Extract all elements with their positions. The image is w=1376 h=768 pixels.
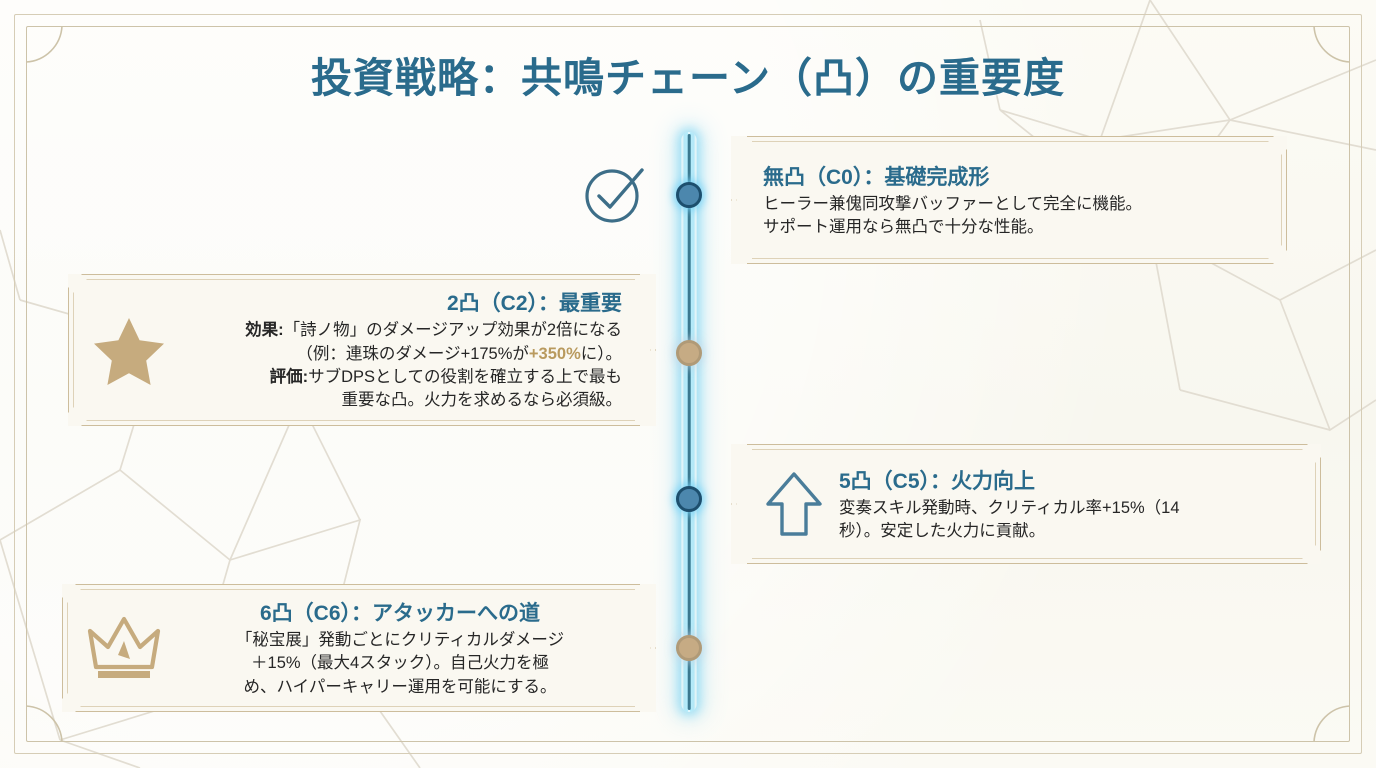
card-c2-line-3-label: 評価: — [269, 368, 309, 386]
card-c2-line-1-label: 効果: — [245, 321, 284, 340]
card-c5-text: 変奏スキル発動時、クリティカル率+15%（14 秒）。安定した火力に貢献。 — [839, 497, 1299, 544]
card-c2-line-4: 重要な凸。火力を求めるなら必須級。 — [341, 391, 623, 410]
card-c5[interactable]: 5凸（C5）：火力向上 変奏スキル発動時、クリティカル率+15%（14 秒）。安… — [731, 444, 1321, 564]
card-c6-line-3: め、ハイパーキャリー運用を可能にする。 — [243, 677, 557, 696]
card-c6-line-2: ＋15%（最大4スタック）。自己火力を極 — [251, 654, 549, 673]
card-c5-line-2: 秒）。安定した火力に貢献。 — [839, 522, 1046, 540]
card-c2-content: 2凸（C2）：最重要 効果:「詩ノ物」のダメージアップ効果が2倍になる （例：連… — [68, 274, 656, 426]
card-c2-line-2-after: に）。 — [580, 344, 622, 363]
card-c2-border-inner — [73, 279, 651, 421]
timeline — [676, 132, 702, 712]
card-c2-body: 2凸（C2）：最重要 効果:「詩ノ物」のダメージアップ効果が2倍になる （例：連… — [182, 287, 622, 413]
timeline-node-c6[interactable] — [676, 635, 702, 661]
card-c2-line-2-text: （例：連珠のダメージ+175%が — [296, 344, 529, 363]
card-c0[interactable]: 無凸（C0）：基礎完成形 ヒーラー兼傀同攻撃バッファーとして完全に機能。 サポー… — [731, 136, 1287, 264]
card-c5-content: 5凸（C5）：火力向上 変奏スキル発動時、クリティカル率+15%（14 秒）。安… — [731, 444, 1321, 564]
arrow-up-icon — [763, 468, 825, 540]
card-c2-highlight: +350% — [528, 344, 581, 363]
check-circle-icon — [580, 160, 648, 228]
card-c6-heading: 6凸（C6）：アタッカーへの道 — [259, 601, 541, 625]
star-icon — [90, 311, 168, 389]
card-c6-border — [62, 584, 656, 712]
card-c5-heading: 5凸（C5）：火力向上 — [839, 469, 1036, 493]
crown-icon — [84, 611, 164, 685]
timeline-node-c2[interactable] — [676, 340, 702, 366]
card-c2-line-3-text: サブDPSとしての役割を確立する上で最も — [308, 368, 622, 386]
card-c0-body: 無凸（C0）：基礎完成形 ヒーラー兼傀同攻撃バッファーとして完全に機能。 サポー… — [763, 161, 1265, 240]
card-c5-border-inner — [736, 449, 1316, 559]
card-c5-border — [731, 444, 1321, 564]
card-c2[interactable]: 2凸（C2）：最重要 効果:「詩ノ物」のダメージアップ効果が2倍になる （例：連… — [68, 274, 656, 426]
page-frame-outer — [14, 14, 1362, 754]
card-c0-heading: 無凸（C0）：基礎完成形 — [763, 165, 990, 189]
card-c0-line-2: サポート運用なら無凸で十分な性能。 — [763, 218, 1044, 236]
card-c0-line-1: ヒーラー兼傀同攻撃バッファーとして完全に機能。 — [763, 194, 1143, 213]
page-frame-inner — [26, 26, 1350, 742]
card-c6-body: 6凸（C6）：アタッカーへの道 「秘宝展」発動ごとにクリティカルダメージ ＋15… — [178, 597, 622, 699]
card-c2-text: 効果:「詩ノ物」のダメージアップ効果が2倍になる （例：連珠のダメージ+175%… — [182, 319, 622, 413]
card-c6-border-inner — [67, 589, 651, 707]
card-c0-border — [731, 136, 1287, 264]
card-c6-content: 6凸（C6）：アタッカーへの道 「秘宝展」発動ごとにクリティカルダメージ ＋15… — [62, 584, 656, 712]
timeline-node-c5[interactable] — [676, 486, 702, 512]
card-c5-line-1: 変奏スキル発動時、クリティカル率+15%（14 — [839, 498, 1180, 517]
card-c6-text: 「秘宝展」発動ごとにクリティカルダメージ ＋15%（最大4スタック）。自己火力を… — [178, 629, 622, 699]
card-c6[interactable]: 6凸（C6）：アタッカーへの道 「秘宝展」発動ごとにクリティカルダメージ ＋15… — [62, 584, 656, 712]
timeline-node-c0[interactable] — [676, 182, 702, 208]
page-title: 投資戦略：共鳴チェーン（凸）の重要度 — [311, 55, 1065, 101]
timeline-core-line — [687, 134, 691, 710]
card-c0-border-inner — [736, 141, 1282, 259]
card-c0-text: ヒーラー兼傀同攻撃バッファーとして完全に機能。 サポート運用なら無凸で十分な性能… — [763, 193, 1265, 240]
card-c2-heading: 2凸（C2）：最重要 — [446, 292, 622, 316]
card-c0-content: 無凸（C0）：基礎完成形 ヒーラー兼傀同攻撃バッファーとして完全に機能。 サポー… — [731, 136, 1287, 264]
card-c2-line-1-text: 「詩ノ物」のダメージアップ効果が2倍になる — [283, 321, 622, 340]
card-c5-body: 5凸（C5）：火力向上 変奏スキル発動時、クリティカル率+15%（14 秒）。安… — [839, 465, 1299, 544]
card-c2-line-2: （例：連珠のダメージ+175%が+350%に）。 — [182, 343, 622, 366]
card-c6-line-1: 「秘宝展」発動ごとにクリティカルダメージ — [235, 630, 565, 649]
card-c2-line-3: 評価:サブDPSとしての役割を確立する上で最も — [182, 366, 622, 389]
card-c2-line-1: 効果:「詩ノ物」のダメージアップ効果が2倍になる — [182, 319, 622, 342]
card-c2-border — [68, 274, 656, 426]
